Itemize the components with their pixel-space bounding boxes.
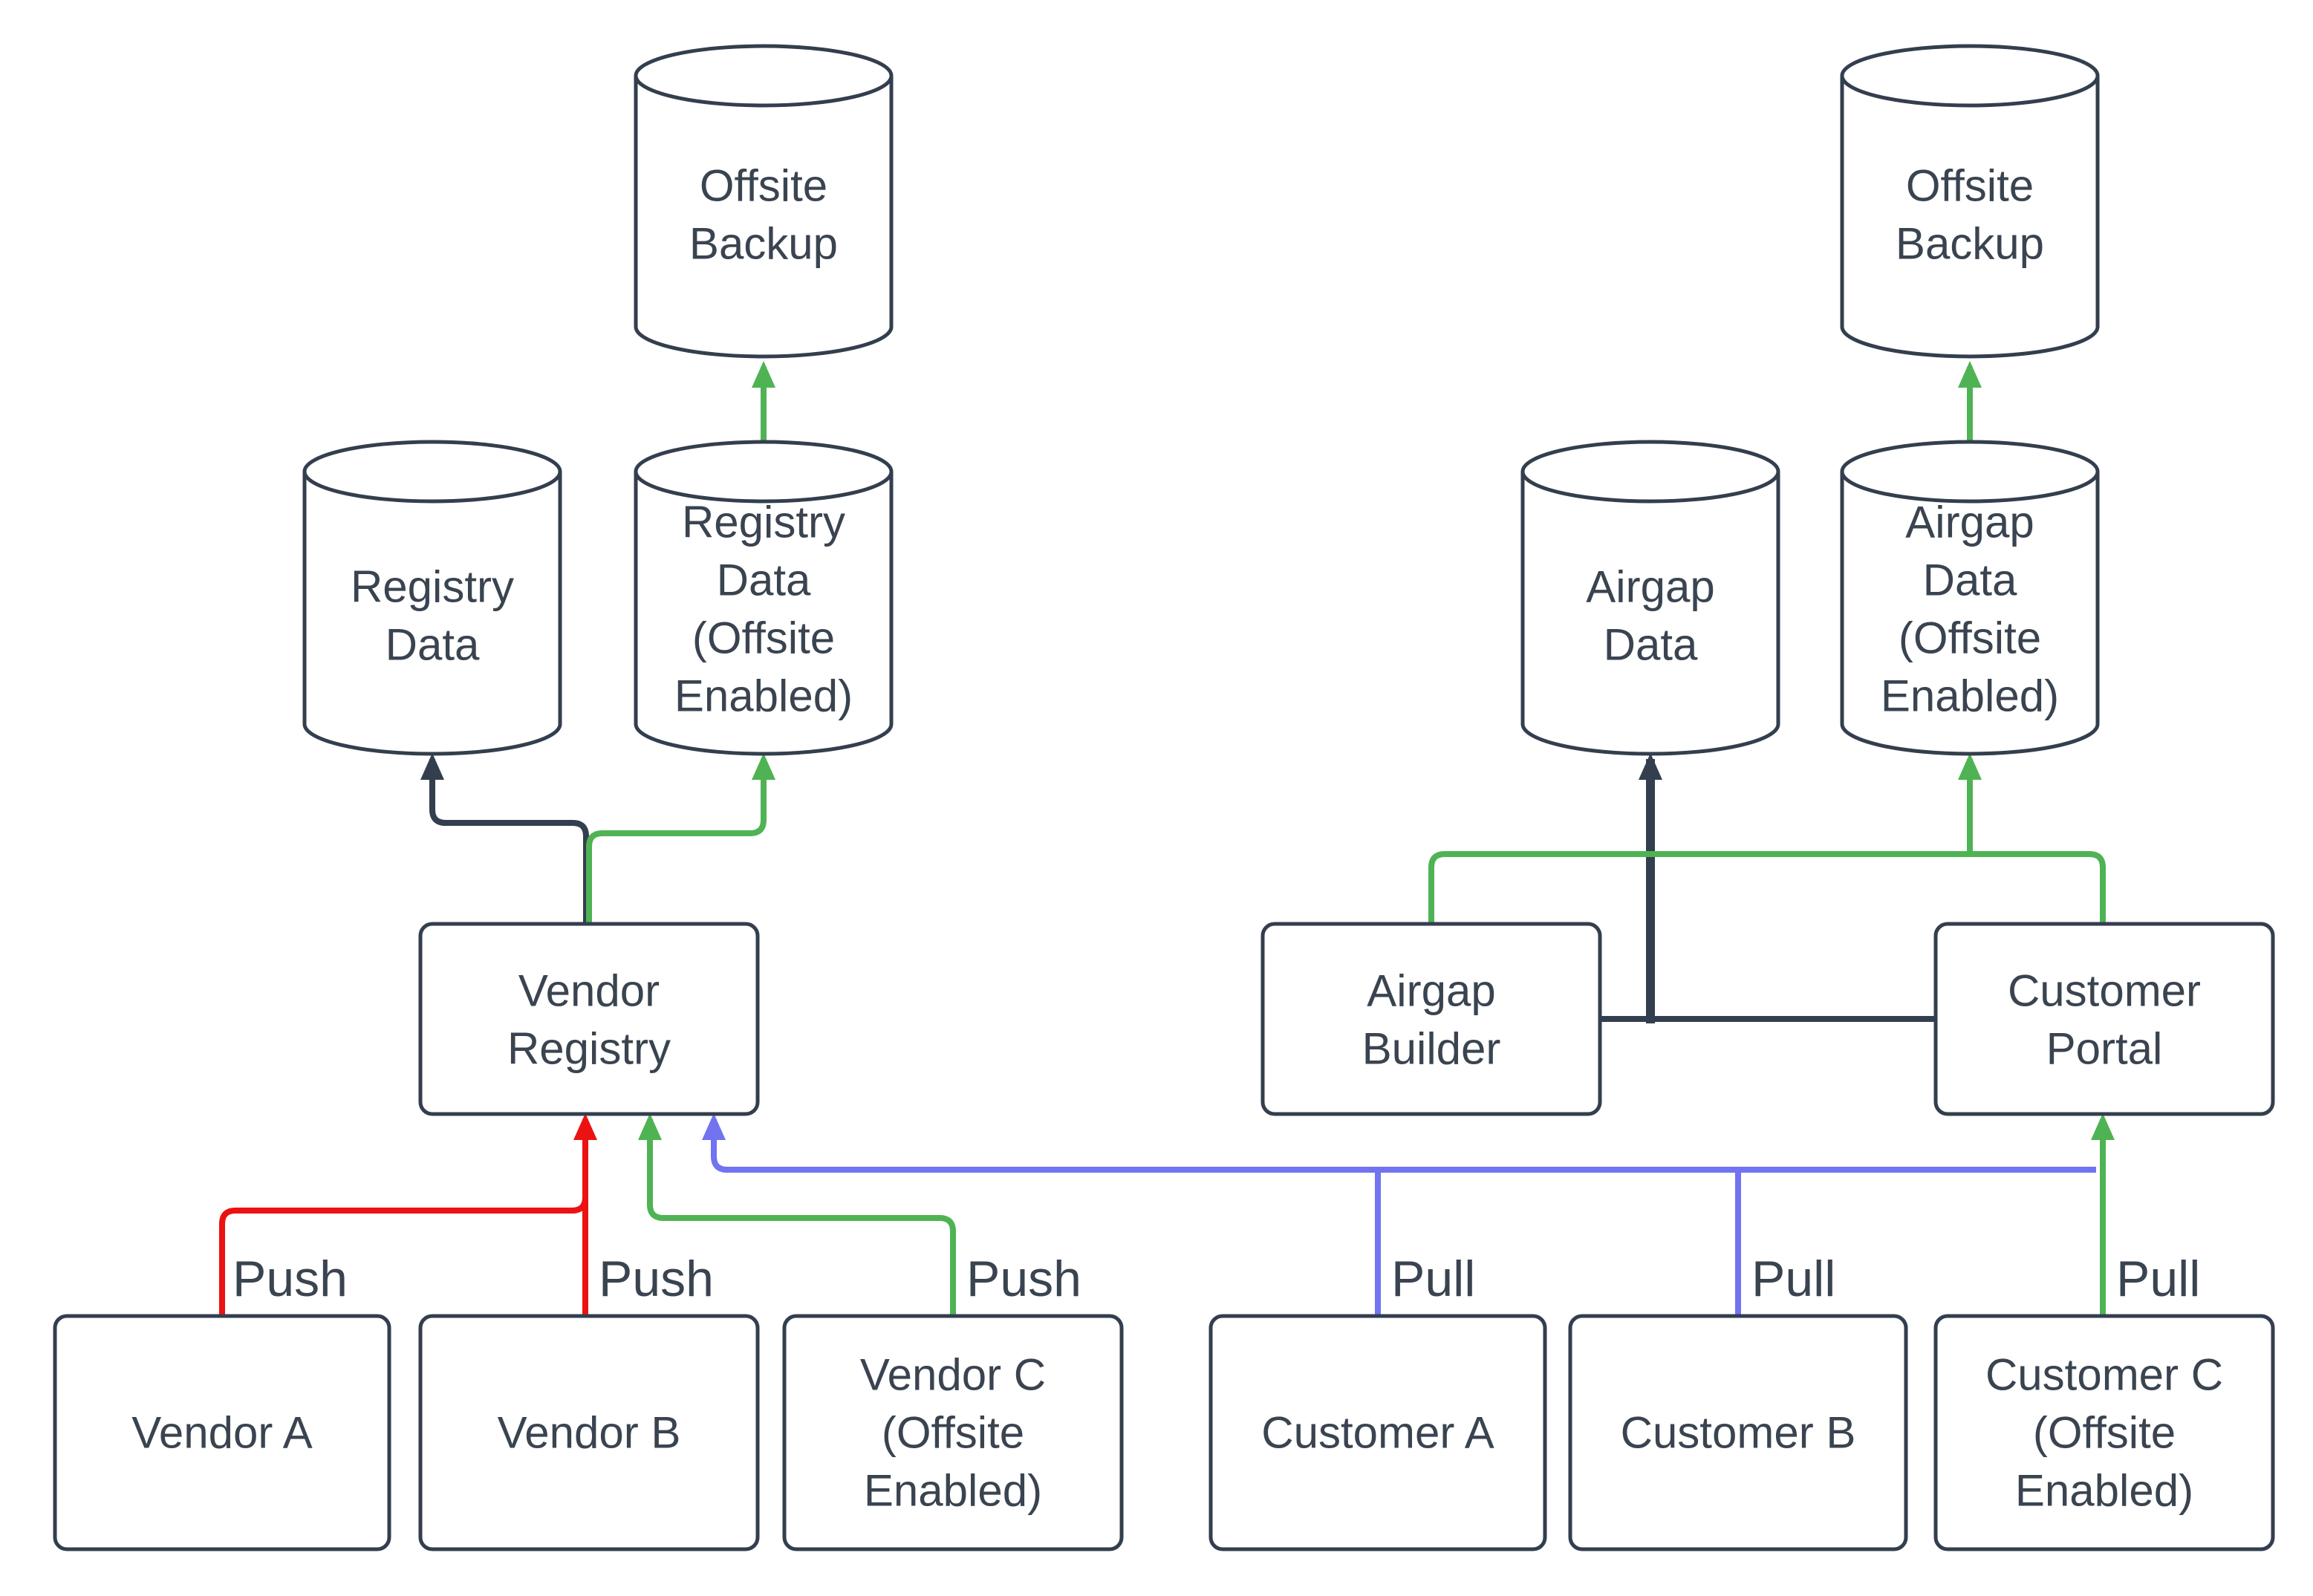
node-label: Vendor [518,966,660,1016]
box-shape [418,922,760,1116]
node-customer-c: Customer C (Offsite Enabled) [1933,1314,2275,1551]
node-label: Data [717,556,811,605]
edge-label-pull-customer-a: Pull [1391,1251,1475,1307]
cylinder-top [1520,440,1780,504]
node-label: Builder [1362,1024,1501,1074]
node-label: Vendor B [498,1408,681,1458]
node-registry-data-offsite: Registry Data (Offsite Enabled) [634,440,894,756]
cylinder-shape [302,472,562,756]
node-airgap-builder: Airgap Builder [1260,922,1602,1116]
node-label: Customer A [1261,1408,1494,1458]
node-label: (Offsite [2033,1408,2176,1458]
node-label: Enabled) [1881,671,2059,721]
node-vendor-registry: Vendor Registry [418,922,760,1116]
node-vendor-c: Vendor C (Offsite Enabled) [782,1314,1124,1551]
node-label: Offsite [700,161,827,211]
edge-vendor-c-push [638,1113,956,1316]
node-vendor-b: Vendor B [418,1314,760,1551]
cylinder-shape [634,472,894,756]
box-shape [1933,922,2275,1116]
box-shape [1208,1314,1547,1551]
node-label: Vendor C [860,1350,1046,1400]
node-vendor-a: Vendor A [53,1314,391,1551]
node-label: Backup [689,219,838,269]
node-label: Airgap [1586,562,1714,612]
edge-label-pull-customer-c: Pull [2116,1251,2200,1307]
edge-vendor-registry-to-registry-data [420,753,589,925]
node-customer-b: Customer B [1568,1314,1908,1551]
cylinder-top [634,44,894,108]
node-label: Enabled) [2015,1466,2193,1516]
node-label: Enabled) [674,671,853,721]
cylinder-shape [1840,472,2100,756]
node-label: Customer B [1621,1408,1856,1458]
node-label: Backup [1896,219,2044,269]
edge-vendor-registry-to-registry-data-offsite [586,753,775,925]
node-label: Airgap [1905,498,2034,547]
node-label: Customer [2008,966,2201,1016]
node-label: Offsite [1906,161,2034,211]
cylinder-shape [634,76,894,359]
node-label: Portal [2046,1024,2163,1074]
edge-label-pull-customer-b: Pull [1751,1251,1835,1307]
node-label: Data [386,620,480,670]
node-airgap-data: Airgap Data [1520,440,1780,756]
node-customer-portal: Customer Portal [1933,922,2275,1116]
node-registry-data: Registry Data [302,440,562,756]
cylinder-top [634,440,894,504]
box-shape [53,1314,391,1551]
cylinder-shape [1840,76,2100,359]
node-label: (Offsite [882,1408,1024,1458]
box-shape [1933,1314,2275,1551]
box-shape [1260,922,1602,1116]
node-label: (Offsite [1899,613,2041,663]
edge-label-push-vendor-a: Push [232,1251,348,1307]
node-label: Customer C [1985,1350,2223,1400]
node-label: Registry [507,1024,671,1074]
node-label: Registry [682,498,845,547]
node-label: Enabled) [864,1466,1042,1516]
node-label: Airgap [1367,966,1495,1016]
cylinder-top [1840,440,2100,504]
node-label: Data [1923,556,2017,605]
cylinder-shape [1520,472,1780,756]
box-shape [782,1314,1124,1551]
node-label: Data [1604,620,1698,670]
cylinder-top [302,440,562,504]
box-shape [418,1314,760,1551]
node-customer-a: Customer A [1208,1314,1547,1551]
edge-customer-portal-offsite-flow [1428,851,2106,925]
node-label: Registry [351,562,514,612]
node-airgap-data-offsite: Airgap Data (Offsite Enabled) [1840,440,2100,756]
edge-customer-pull-main [702,1113,2096,1173]
node-offsite-backup-left: Offsite Backup [634,44,894,359]
edge-label-push-vendor-b: Push [599,1251,714,1307]
node-label: (Offsite [692,613,835,663]
cylinder-top [1840,44,2100,108]
edge-label-push-vendor-c: Push [966,1251,1081,1307]
box-shape [1568,1314,1908,1551]
node-label: Vendor A [131,1408,313,1458]
node-offsite-backup-right: Offsite Backup [1840,44,2100,359]
